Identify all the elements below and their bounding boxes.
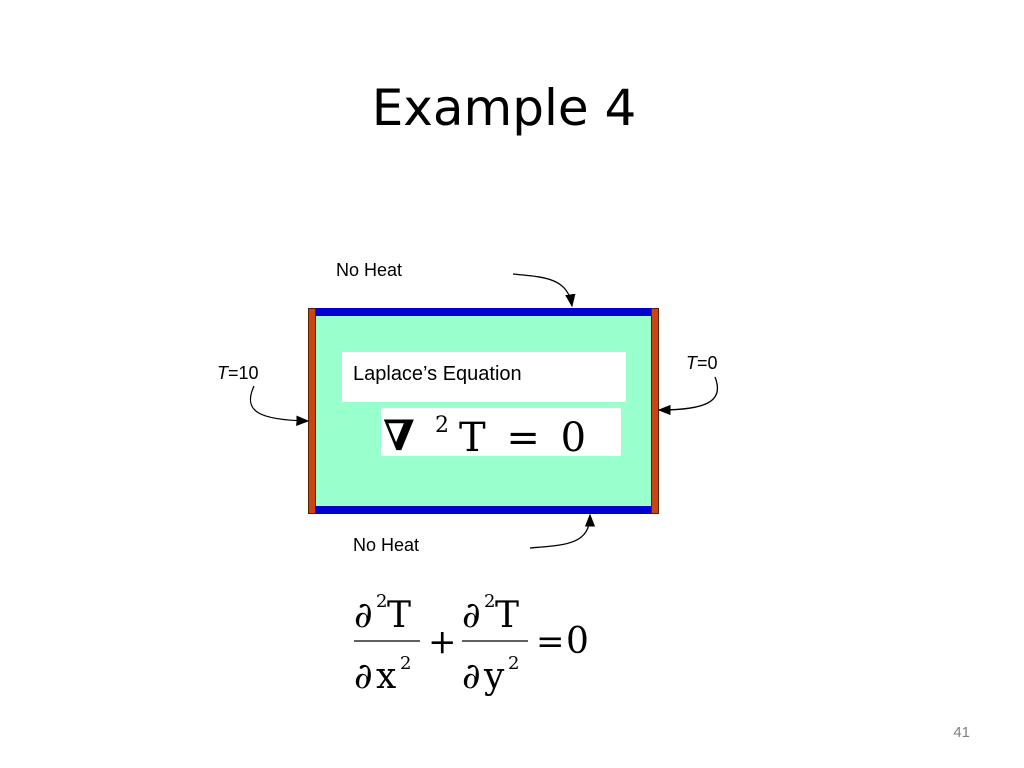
y-variable: y — [483, 656, 505, 697]
right-temp-var: T — [686, 353, 697, 373]
x-variable: x — [376, 656, 396, 697]
right-boundary-label: T=0 — [686, 352, 718, 374]
right-temp-value: =0 — [697, 353, 718, 373]
top-boundary-label: No Heat — [336, 260, 403, 280]
partial-symbol: ∂ — [354, 595, 373, 636]
plus-sign: + — [428, 622, 457, 662]
slide-title: Example 4 — [371, 79, 637, 137]
left-arrow — [249, 385, 310, 426]
power-2: 2 — [484, 591, 495, 612]
right-arrow — [657, 376, 719, 416]
partial-symbol: ∂ — [462, 595, 481, 636]
nabla-symbol: ∇ — [383, 411, 415, 456]
top-arrow — [512, 273, 576, 308]
laplace-equation-label: Laplace’s Equation — [353, 363, 522, 385]
nabla-equation-rest: T = 0 — [459, 415, 590, 456]
nabla-equation-box: ∇ 2 T = 0 — [381, 408, 621, 461]
nabla-power: 2 — [435, 413, 449, 438]
power-2: 2 — [376, 591, 387, 612]
page-number: 41 — [953, 724, 970, 741]
bottom-arrow — [529, 513, 596, 549]
equals-sign: = — [536, 622, 565, 662]
nabla-equation: ∇ 2 T = 0 — [383, 411, 590, 461]
laplace-equation-box: Laplace’s Equation — [342, 352, 626, 402]
left-temp-value: =10 — [228, 363, 259, 383]
numerator-t: T — [495, 595, 519, 636]
partial-symbol: ∂ — [462, 656, 481, 697]
left-temp-var: T — [217, 363, 228, 383]
power-2: 2 — [508, 653, 519, 674]
bottom-insulated-edge — [308, 506, 659, 514]
bottom-boundary-label: No Heat — [353, 535, 420, 555]
left-temperature-edge — [308, 308, 316, 514]
numerator-t: T — [387, 595, 411, 636]
partial-symbol: ∂ — [354, 656, 373, 697]
top-insulated-edge — [308, 308, 659, 316]
power-2: 2 — [400, 653, 411, 674]
left-boundary-label: T=10 — [217, 362, 259, 384]
rhs-zero: 0 — [566, 621, 589, 662]
laplace-pde: ∂ 2 T ∂ x 2 + ∂ 2 T ∂ y 2 = 0 — [354, 591, 589, 697]
